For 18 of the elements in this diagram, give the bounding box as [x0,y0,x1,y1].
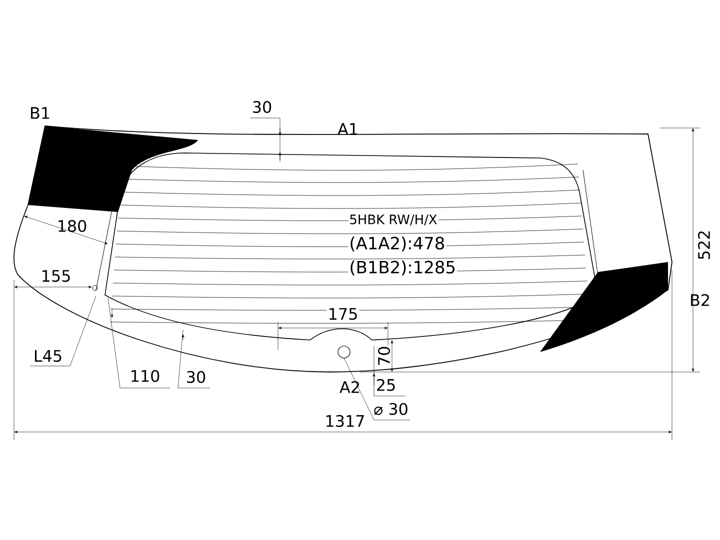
dimension-note: (B1B2):1285 [348,259,457,277]
dimension-label: ⌀ 30 [374,402,408,416]
dimension-label: 1317 [326,414,364,428]
dimension-label: 110 [132,370,160,382]
dimension-label: 30 [253,100,272,114]
glass-code-text: 5HBK RW/H/X [348,214,438,226]
dimension-label: 30 [187,370,206,384]
dimension-label: 175 [326,307,360,321]
dimension-label: 70 [378,346,390,365]
dimension-label: 25 [377,378,395,392]
point-label: A2 [340,381,359,393]
dimension-label: L45 [35,350,62,362]
point-label: B1 [31,107,50,119]
dimension-label: 180 [58,220,86,232]
dimension-label: 522 [698,231,710,259]
dimension-note: (A1A2):478 [348,235,446,253]
point-label: B2 [691,294,709,306]
dimension-label: 155 [42,270,70,282]
